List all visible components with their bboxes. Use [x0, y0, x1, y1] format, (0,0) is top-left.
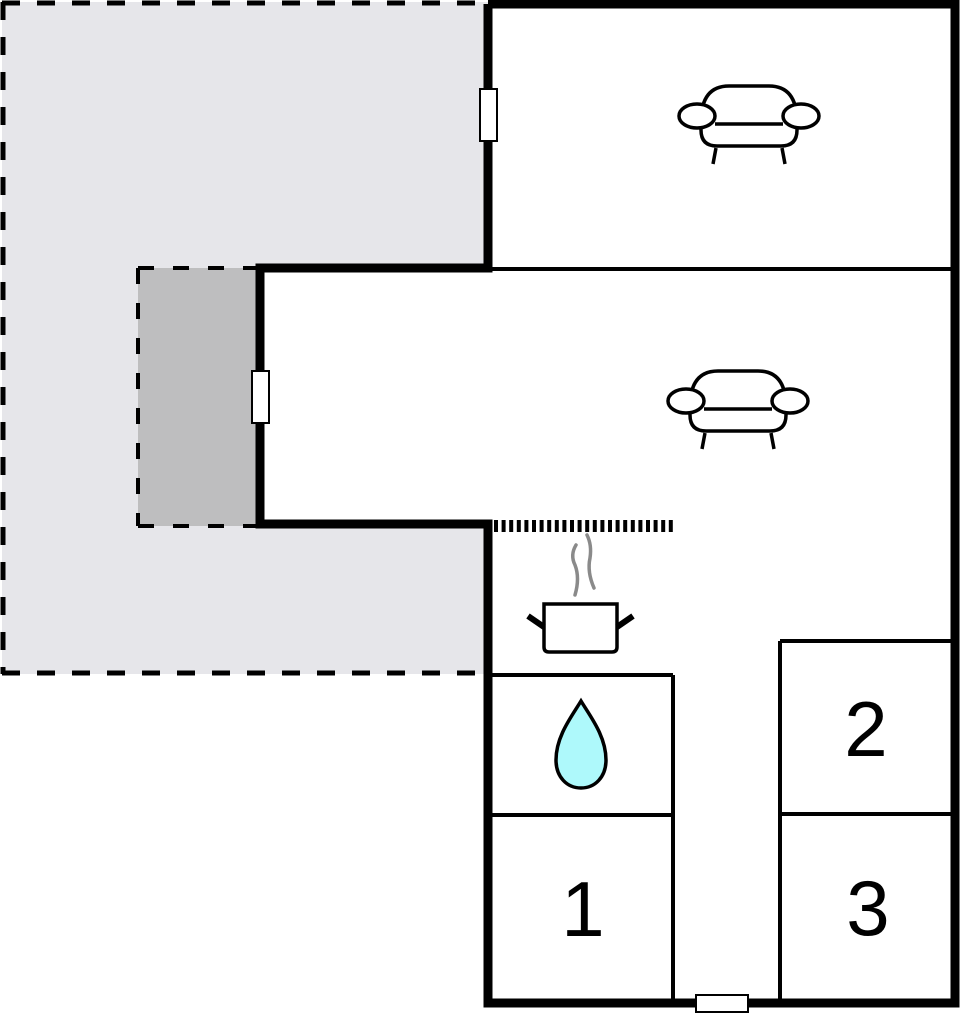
interior-walls	[488, 267, 955, 1003]
water-drop-icon	[554, 697, 608, 790]
cooking-pot-icon	[526, 533, 635, 654]
sofa-icon	[666, 369, 810, 450]
sofa-icon	[677, 84, 821, 165]
bedroom-number: 3	[846, 864, 889, 952]
bedroom-1: 1	[561, 865, 604, 953]
bedroom-number: 2	[844, 685, 887, 773]
door-entrance-bottom[interactable]	[695, 994, 749, 1013]
bedroom-2: 2	[844, 685, 887, 773]
bedroom-3: 3	[846, 864, 889, 952]
door-terrace-lower[interactable]	[251, 370, 270, 424]
bedroom-number: 1	[561, 865, 604, 953]
covered-terrace-area	[136, 266, 260, 528]
exterior-walls	[255, 0, 960, 1008]
door-terrace-upper[interactable]	[479, 88, 498, 142]
interior-fill	[260, 4, 955, 1003]
